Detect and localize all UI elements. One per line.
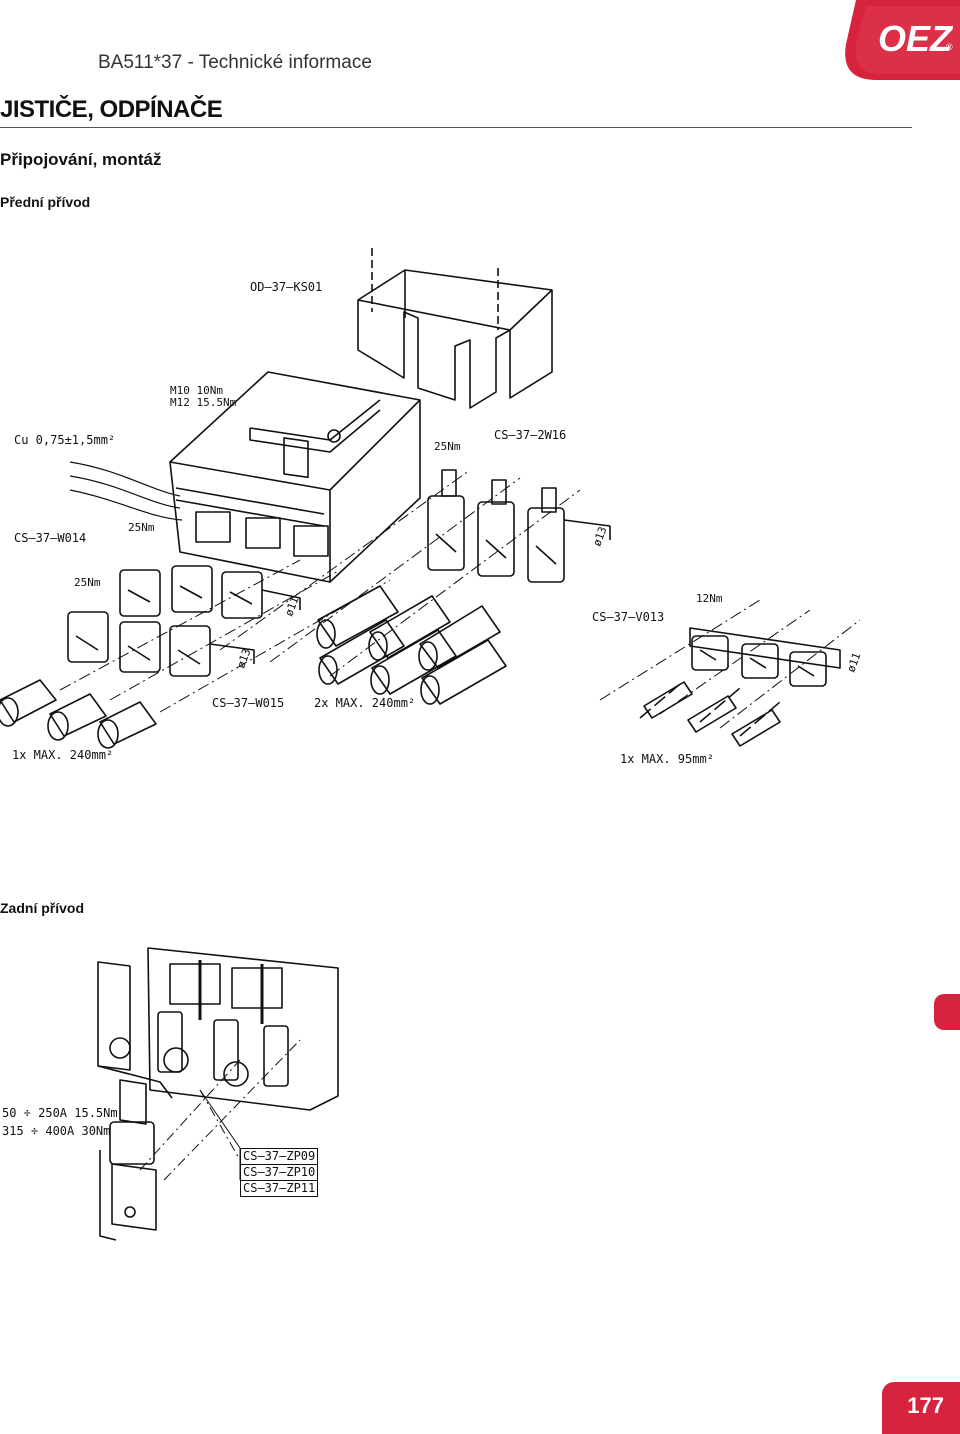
document-title: BA511*37 - Technické informace: [98, 52, 372, 73]
section-subtitle: Připojování, montáž: [0, 150, 162, 169]
rear-bolts: [109, 1011, 289, 1087]
label-v013-torque: 12Nm: [696, 592, 723, 605]
label-max-1x240: 1x MAX. 240mm²: [12, 748, 114, 762]
label-w015-torque: 25Nm: [74, 576, 101, 589]
label-max-2x240: 2x MAX. 240mm²: [314, 696, 416, 710]
cables-left: [0, 679, 157, 749]
side-tab: [934, 994, 960, 1030]
label-w015: CS–37–W015: [212, 696, 285, 710]
clamp-v013: [689, 627, 841, 687]
clamp-2w16: [427, 469, 611, 583]
breaker-body: [169, 371, 421, 583]
label-zp10: CS–37–ZP10: [241, 1165, 318, 1181]
label-cu-wire: Cu 0,75±1,5mm²: [14, 433, 116, 447]
front-heading: Přední přívod: [0, 194, 91, 210]
label-torque-250a: 50 ÷ 250A 15.5Nm: [2, 1106, 118, 1120]
rear-terminal: [99, 1079, 157, 1241]
clamp-w015: [67, 611, 255, 677]
label-2w16: CS–37–2W16: [494, 428, 567, 442]
clamp-w014: [119, 565, 301, 619]
section-title: JISTIČE, ODPÍNAČE: [0, 96, 223, 123]
breaker-rear-body: [97, 947, 339, 1111]
oez-logo: OEZ ®: [836, 0, 960, 80]
label-2w16-torque: 25Nm: [434, 440, 461, 453]
logo-registered-mark: ®: [946, 42, 953, 52]
page-number: 177: [907, 1393, 944, 1418]
label-w014-torque: 25Nm: [128, 521, 155, 534]
label-cover: OD–37–KS01: [250, 280, 323, 294]
label-zp09: CS–37–ZP09: [241, 1149, 318, 1165]
label-v013: CS–37–V013: [592, 610, 665, 624]
label-zp11: CS–37–ZP11: [243, 1181, 316, 1195]
cables-middle: [316, 585, 507, 705]
logo-text: OEZ: [878, 18, 953, 59]
rear-part-list: CS–37–ZP09 CS–37–ZP10 CS–37–ZP11: [240, 1148, 319, 1197]
page-number-box: [882, 1382, 960, 1434]
label-torque-m12: M12 15.5Nm: [170, 396, 237, 409]
label-torque-400a: 315 ÷ 400A 30Nm: [2, 1124, 111, 1138]
label-w014: CS–37–W014: [14, 531, 87, 545]
label-max-1x95: 1x MAX. 95mm²: [620, 752, 714, 766]
header-rule: [0, 127, 912, 128]
rear-heading: Zadní přívod: [0, 900, 84, 916]
terminal-cover: [357, 248, 553, 409]
cables-right: [639, 681, 781, 747]
label-torque-m10: M10 10Nm: [170, 384, 223, 397]
